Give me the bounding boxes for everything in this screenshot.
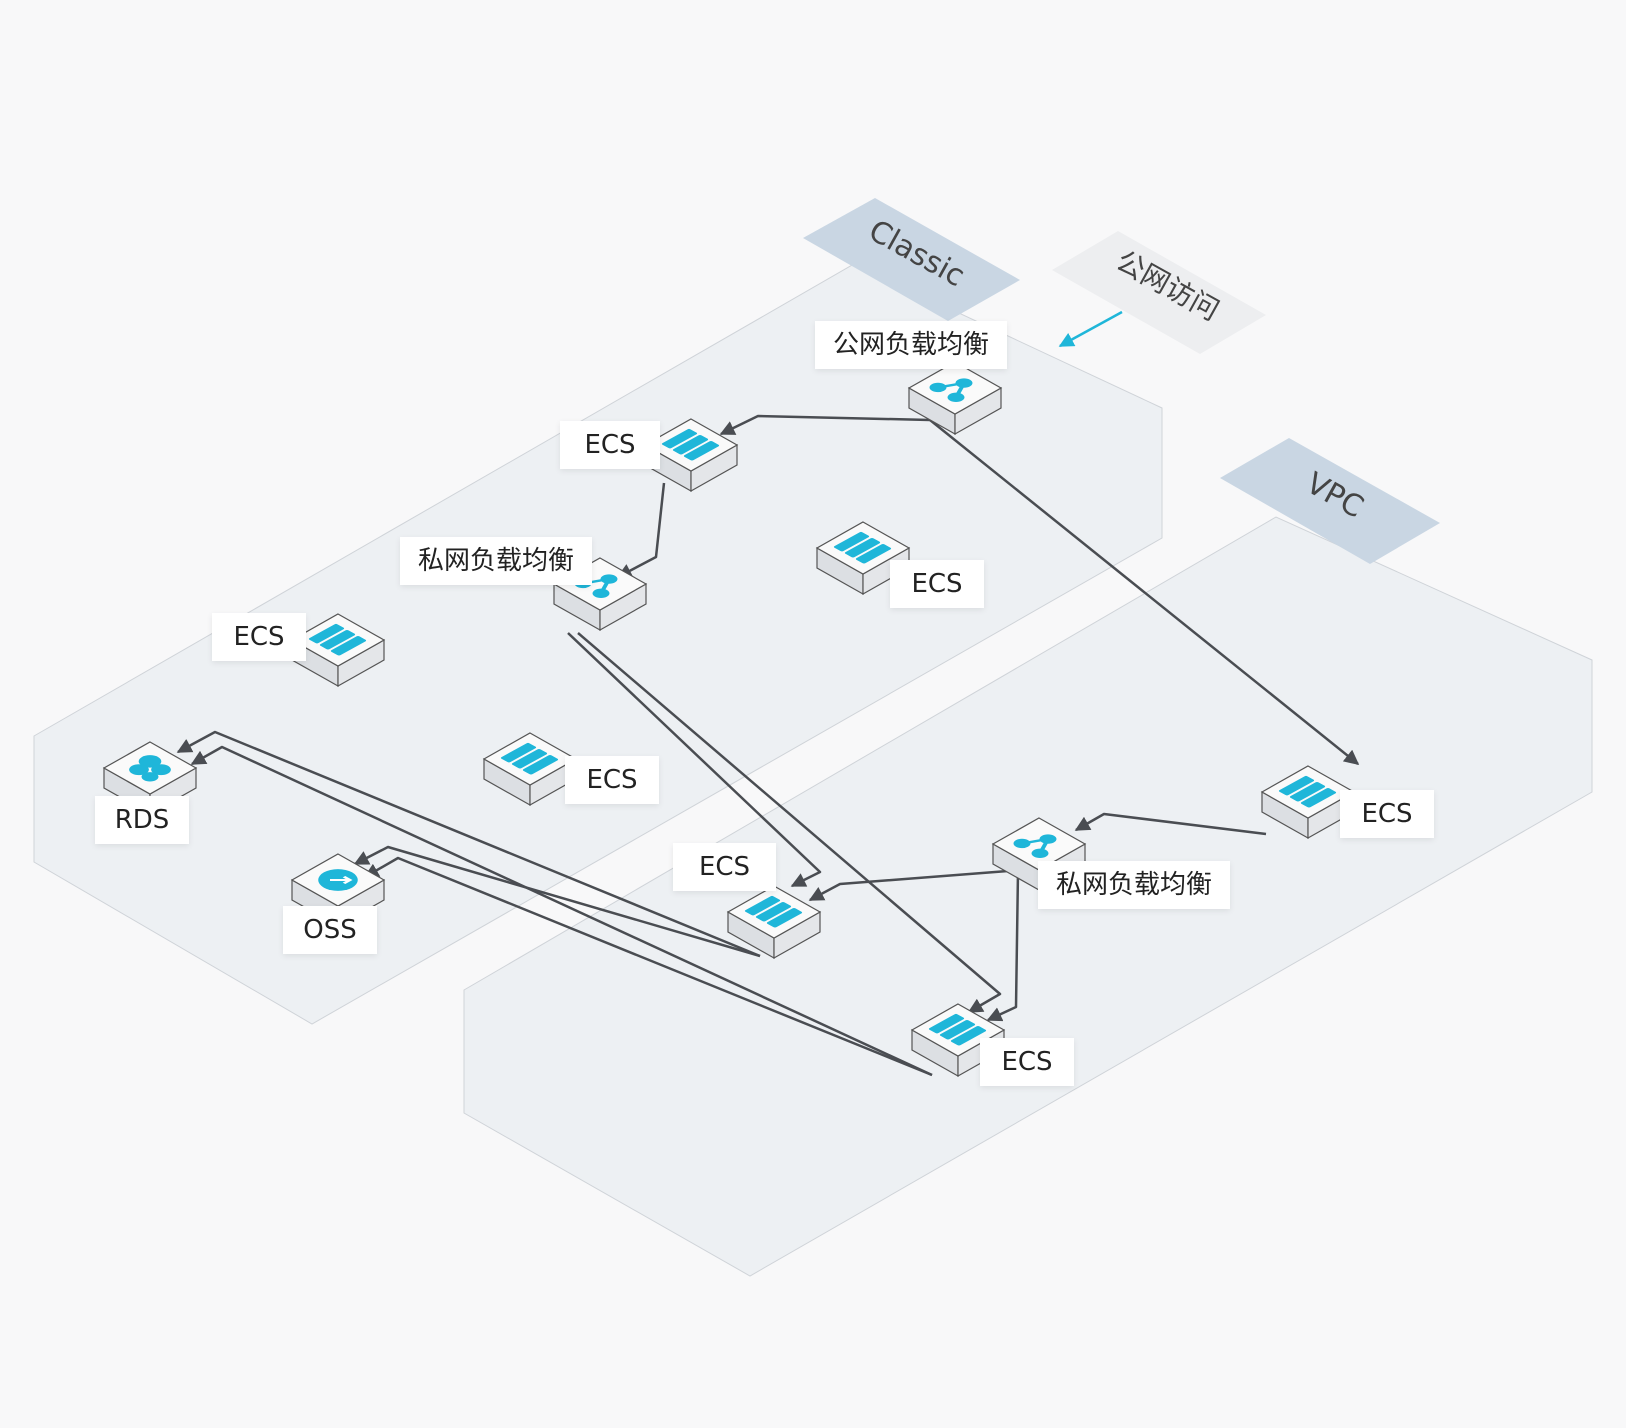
edge-ecs-5-to-rds [176, 730, 761, 958]
rds-icon [129, 755, 171, 782]
edge-ecs-1-to-slb-private-classic [616, 482, 666, 579]
ecs-icon [833, 531, 892, 564]
node-label-slb-private-classic: 私网负载均衡 [400, 537, 592, 585]
ecs-device-ecs-5[interactable] [726, 885, 822, 960]
node-label-rds: RDS [95, 796, 189, 844]
ecs-icon [661, 428, 720, 461]
vpc-zone-tag [1220, 438, 1440, 564]
edge-ecs-7-to-rds [190, 745, 933, 1077]
ecs-icon [744, 895, 803, 928]
ecs-icon [500, 742, 559, 775]
ecs-device-ecs-3[interactable] [290, 613, 386, 688]
ecs-device-ecs-4[interactable] [482, 732, 578, 807]
node-label-oss: OSS [283, 906, 377, 954]
ecs-icon [928, 1013, 987, 1046]
ecs-icon [1278, 775, 1337, 808]
internet-access: 公网访问 [1052, 231, 1266, 354]
edge-ecs-6-to-slb-private-vpc [1074, 812, 1267, 836]
node-label-ecs-2: ECS [890, 560, 984, 608]
slb-icon [929, 378, 973, 403]
node-label-ecs-6: ECS [1340, 790, 1434, 838]
edge-slb-private-vpc-to-ecs-5 [808, 869, 1009, 902]
node-label-slb-public: 公网负载均衡 [815, 321, 1007, 369]
edge-slb-private-classic-to-ecs-5 [567, 632, 822, 888]
ecs-device-ecs-2[interactable] [815, 521, 911, 596]
slb-device-slb-private-classic[interactable] [552, 557, 648, 632]
connections [176, 414, 1360, 1077]
node-label-ecs-3: ECS [212, 613, 306, 661]
node-label-slb-private-vpc: 私网负载均衡 [1038, 861, 1230, 909]
internet-access-tag [1052, 231, 1266, 354]
oss-icon [318, 869, 358, 891]
classic-zone-tag [803, 198, 1020, 321]
slb-icon [574, 574, 618, 599]
ecs-icon [308, 623, 367, 656]
edge-ecs-5-to-oss [353, 845, 761, 958]
edge-slb-private-vpc-to-ecs-7 [986, 870, 1020, 1022]
edge-slb-public-to-ecs-6 [929, 419, 1360, 765]
node-label-ecs-4: ECS [565, 756, 659, 804]
edge-slb-public-to-ecs-1 [719, 414, 931, 436]
edge-slb-private-classic-to-ecs-7 [577, 632, 1002, 1014]
node-label-ecs-1: ECS [560, 421, 660, 469]
ecs-device-ecs-1[interactable] [643, 418, 739, 493]
slb-device-slb-public[interactable] [907, 361, 1003, 436]
node-label-ecs-7: ECS [980, 1038, 1074, 1086]
slb-icon [1013, 834, 1057, 859]
node-label-ecs-5: ECS [673, 843, 776, 891]
vpc-platform [463, 516, 1593, 1277]
internet-access-arrow [1058, 310, 1123, 348]
edge-ecs-7-to-oss [363, 856, 933, 1077]
